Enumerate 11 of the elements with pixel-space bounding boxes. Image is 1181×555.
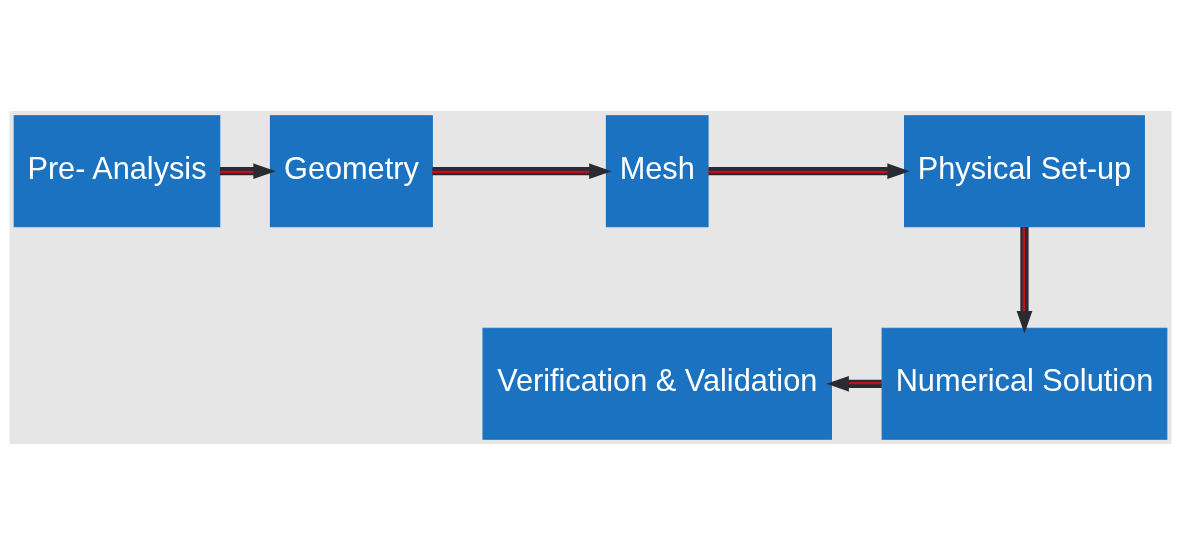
node-box: Pre- Analysis: [13, 115, 221, 228]
arrow: [219, 163, 276, 180]
node-box: Physical Set-up: [904, 115, 1145, 228]
node-box: Numerical Solution: [881, 327, 1168, 440]
arrow: [1016, 227, 1033, 334]
node-box: Mesh: [605, 115, 709, 228]
arrow: [826, 375, 882, 392]
node-box: Geometry: [269, 115, 433, 228]
arrow: [432, 163, 612, 180]
node-box: Verification & Validation: [482, 327, 832, 440]
arrow: [708, 163, 910, 180]
